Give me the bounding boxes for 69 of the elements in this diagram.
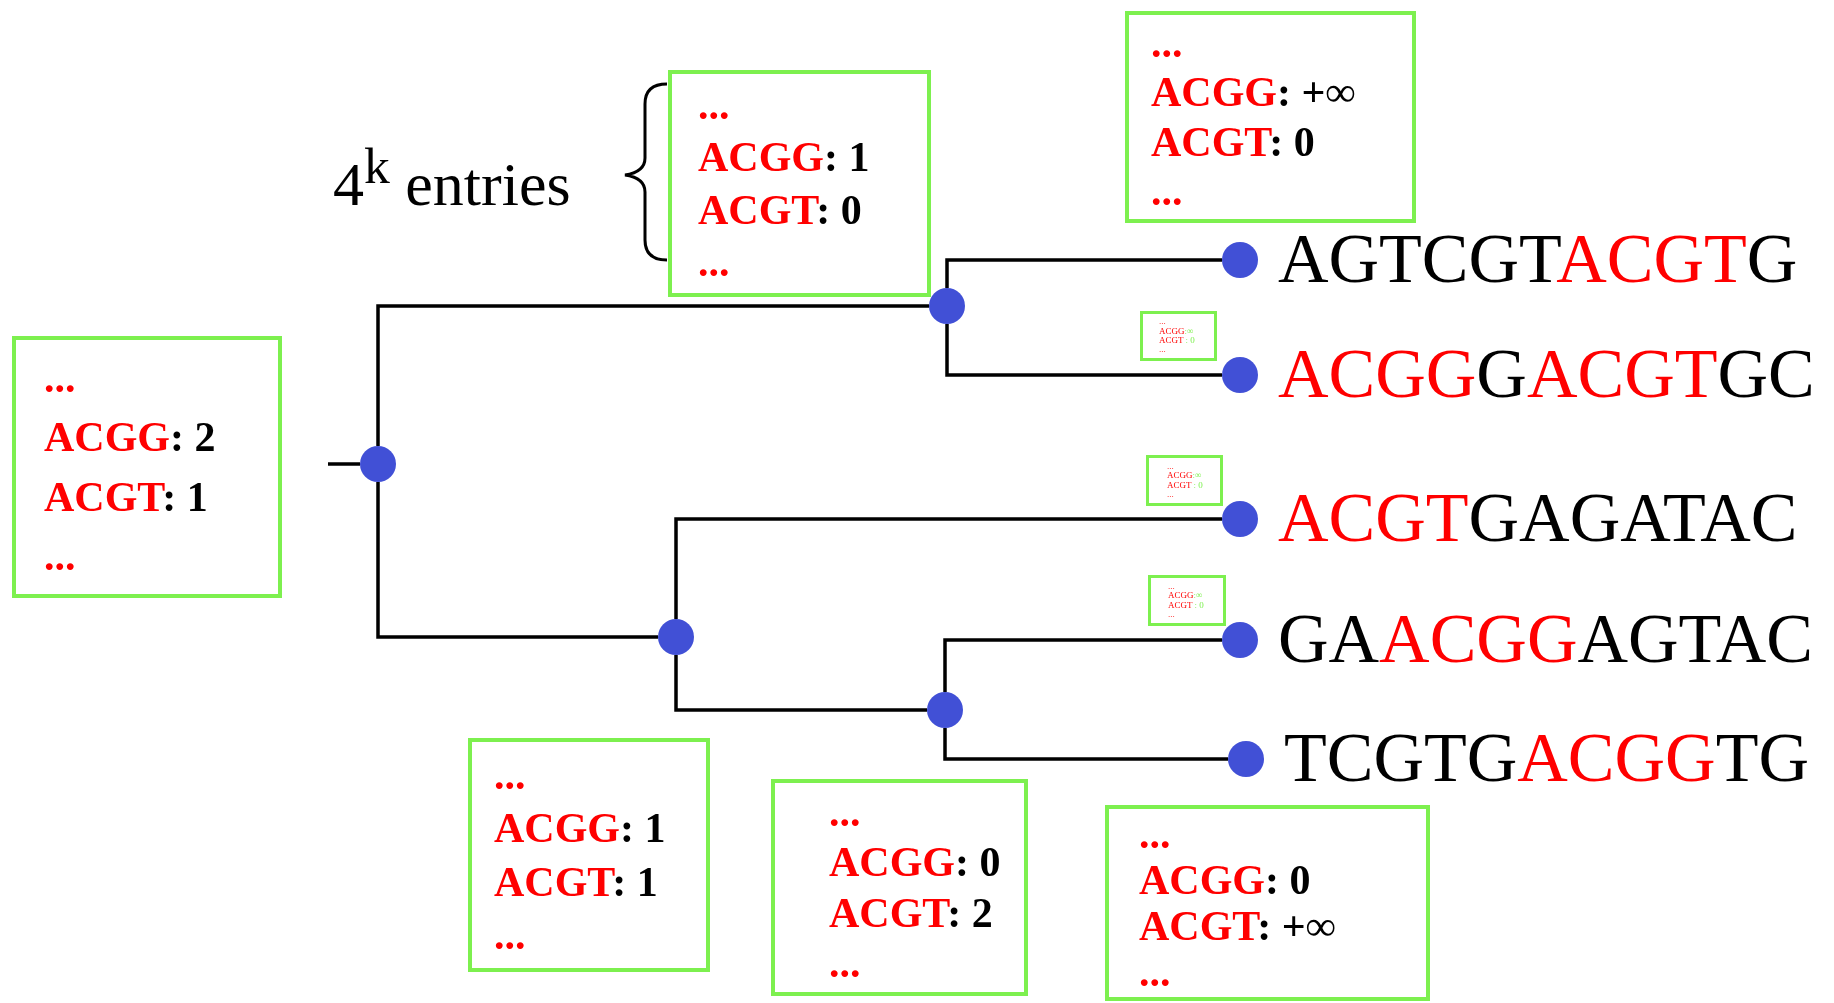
mini-score-table xyxy=(1146,455,1223,506)
tree-branch xyxy=(945,324,1222,377)
score-entry: ACGT: 0 xyxy=(1151,120,1316,163)
tree-node-dot xyxy=(1228,741,1264,777)
score-table xyxy=(1105,805,1430,1001)
score-entry: ACGT: +∞ xyxy=(1139,905,1337,947)
mini-score-table xyxy=(1148,575,1226,626)
ellipsis: ... xyxy=(698,240,731,283)
score-entry: ACGG: 1 xyxy=(698,136,871,179)
score-table xyxy=(771,779,1028,996)
score-table xyxy=(468,738,710,972)
tree-branch xyxy=(328,462,360,466)
score-entry: ACGG: 2 xyxy=(44,416,217,459)
score-entry: ACGT : 0 xyxy=(1168,600,1205,610)
dna-sequence: ACGGGACGTGC xyxy=(1278,339,1815,409)
tree-branch xyxy=(376,304,929,446)
tree-node-dot xyxy=(360,446,396,482)
score-entry: ACGG: 0 xyxy=(1139,859,1312,901)
tree-branch xyxy=(943,728,1228,761)
tree-node-dot xyxy=(1222,242,1258,278)
dna-sequence: TCGTGACGGTG xyxy=(1284,723,1809,793)
tree-node-dot xyxy=(1222,501,1258,537)
dna-sequence: GAACGGAGTAC xyxy=(1278,604,1813,674)
ellipsis: ... xyxy=(1167,461,1175,472)
ellipsis: ... xyxy=(1159,317,1167,327)
score-entry: ACGT : 0 xyxy=(1159,336,1196,346)
ellipsis: ... xyxy=(1151,22,1184,65)
tree-node-dot xyxy=(658,619,694,655)
dna-sequence: ACGTGAGATAC xyxy=(1278,483,1798,553)
score-entry: ACGG:∞ xyxy=(1167,471,1203,481)
ellipsis: ... xyxy=(1139,813,1172,855)
ellipsis: ... xyxy=(829,791,862,834)
mini-score-table xyxy=(1140,311,1217,361)
score-entry: ACGG: 0 xyxy=(829,841,1002,884)
tree-branch xyxy=(674,517,1222,619)
ellipsis: ... xyxy=(1151,169,1184,212)
score-table xyxy=(668,70,931,297)
dna-sequence: AGTCGTACGTG xyxy=(1278,224,1798,294)
ellipsis: ... xyxy=(44,357,77,400)
tree-branch xyxy=(674,655,927,712)
score-entry: ACGT: 1 xyxy=(44,475,209,518)
tree-node-dot xyxy=(929,288,965,324)
ellipsis: ... xyxy=(698,84,731,127)
ellipsis: ... xyxy=(1139,951,1172,993)
score-entry: ACGG:∞ xyxy=(1159,326,1195,336)
score-entry: ACGG:∞ xyxy=(1168,591,1204,601)
ellipsis: ... xyxy=(494,914,527,957)
score-entry: ACGT : 0 xyxy=(1167,480,1204,490)
score-table xyxy=(1125,11,1416,223)
tree-branch xyxy=(945,258,1222,288)
ellipsis: ... xyxy=(1159,345,1167,355)
tree-node-dot xyxy=(1222,357,1258,393)
score-table xyxy=(12,336,282,598)
tree-branch xyxy=(376,482,658,639)
score-entry: ACGT: 1 xyxy=(494,860,659,903)
ellipsis: ... xyxy=(1167,489,1175,500)
ellipsis: ... xyxy=(829,941,862,984)
ellipsis: ... xyxy=(1168,609,1176,620)
score-entry: ACGG: 1 xyxy=(494,807,667,850)
ellipsis: ... xyxy=(494,753,527,796)
ellipsis: ... xyxy=(1168,581,1176,592)
score-entry: ACGT: 0 xyxy=(698,188,863,231)
tree-branch xyxy=(943,638,1222,692)
tree-node-dot xyxy=(927,692,963,728)
entries-label: 4$^{k}$ entries xyxy=(333,136,571,220)
score-entry: ACGG: +∞ xyxy=(1151,71,1357,114)
score-entry: ACGT: 2 xyxy=(829,891,994,934)
tree-node-dot xyxy=(1222,622,1258,658)
ellipsis: ... xyxy=(44,534,77,577)
